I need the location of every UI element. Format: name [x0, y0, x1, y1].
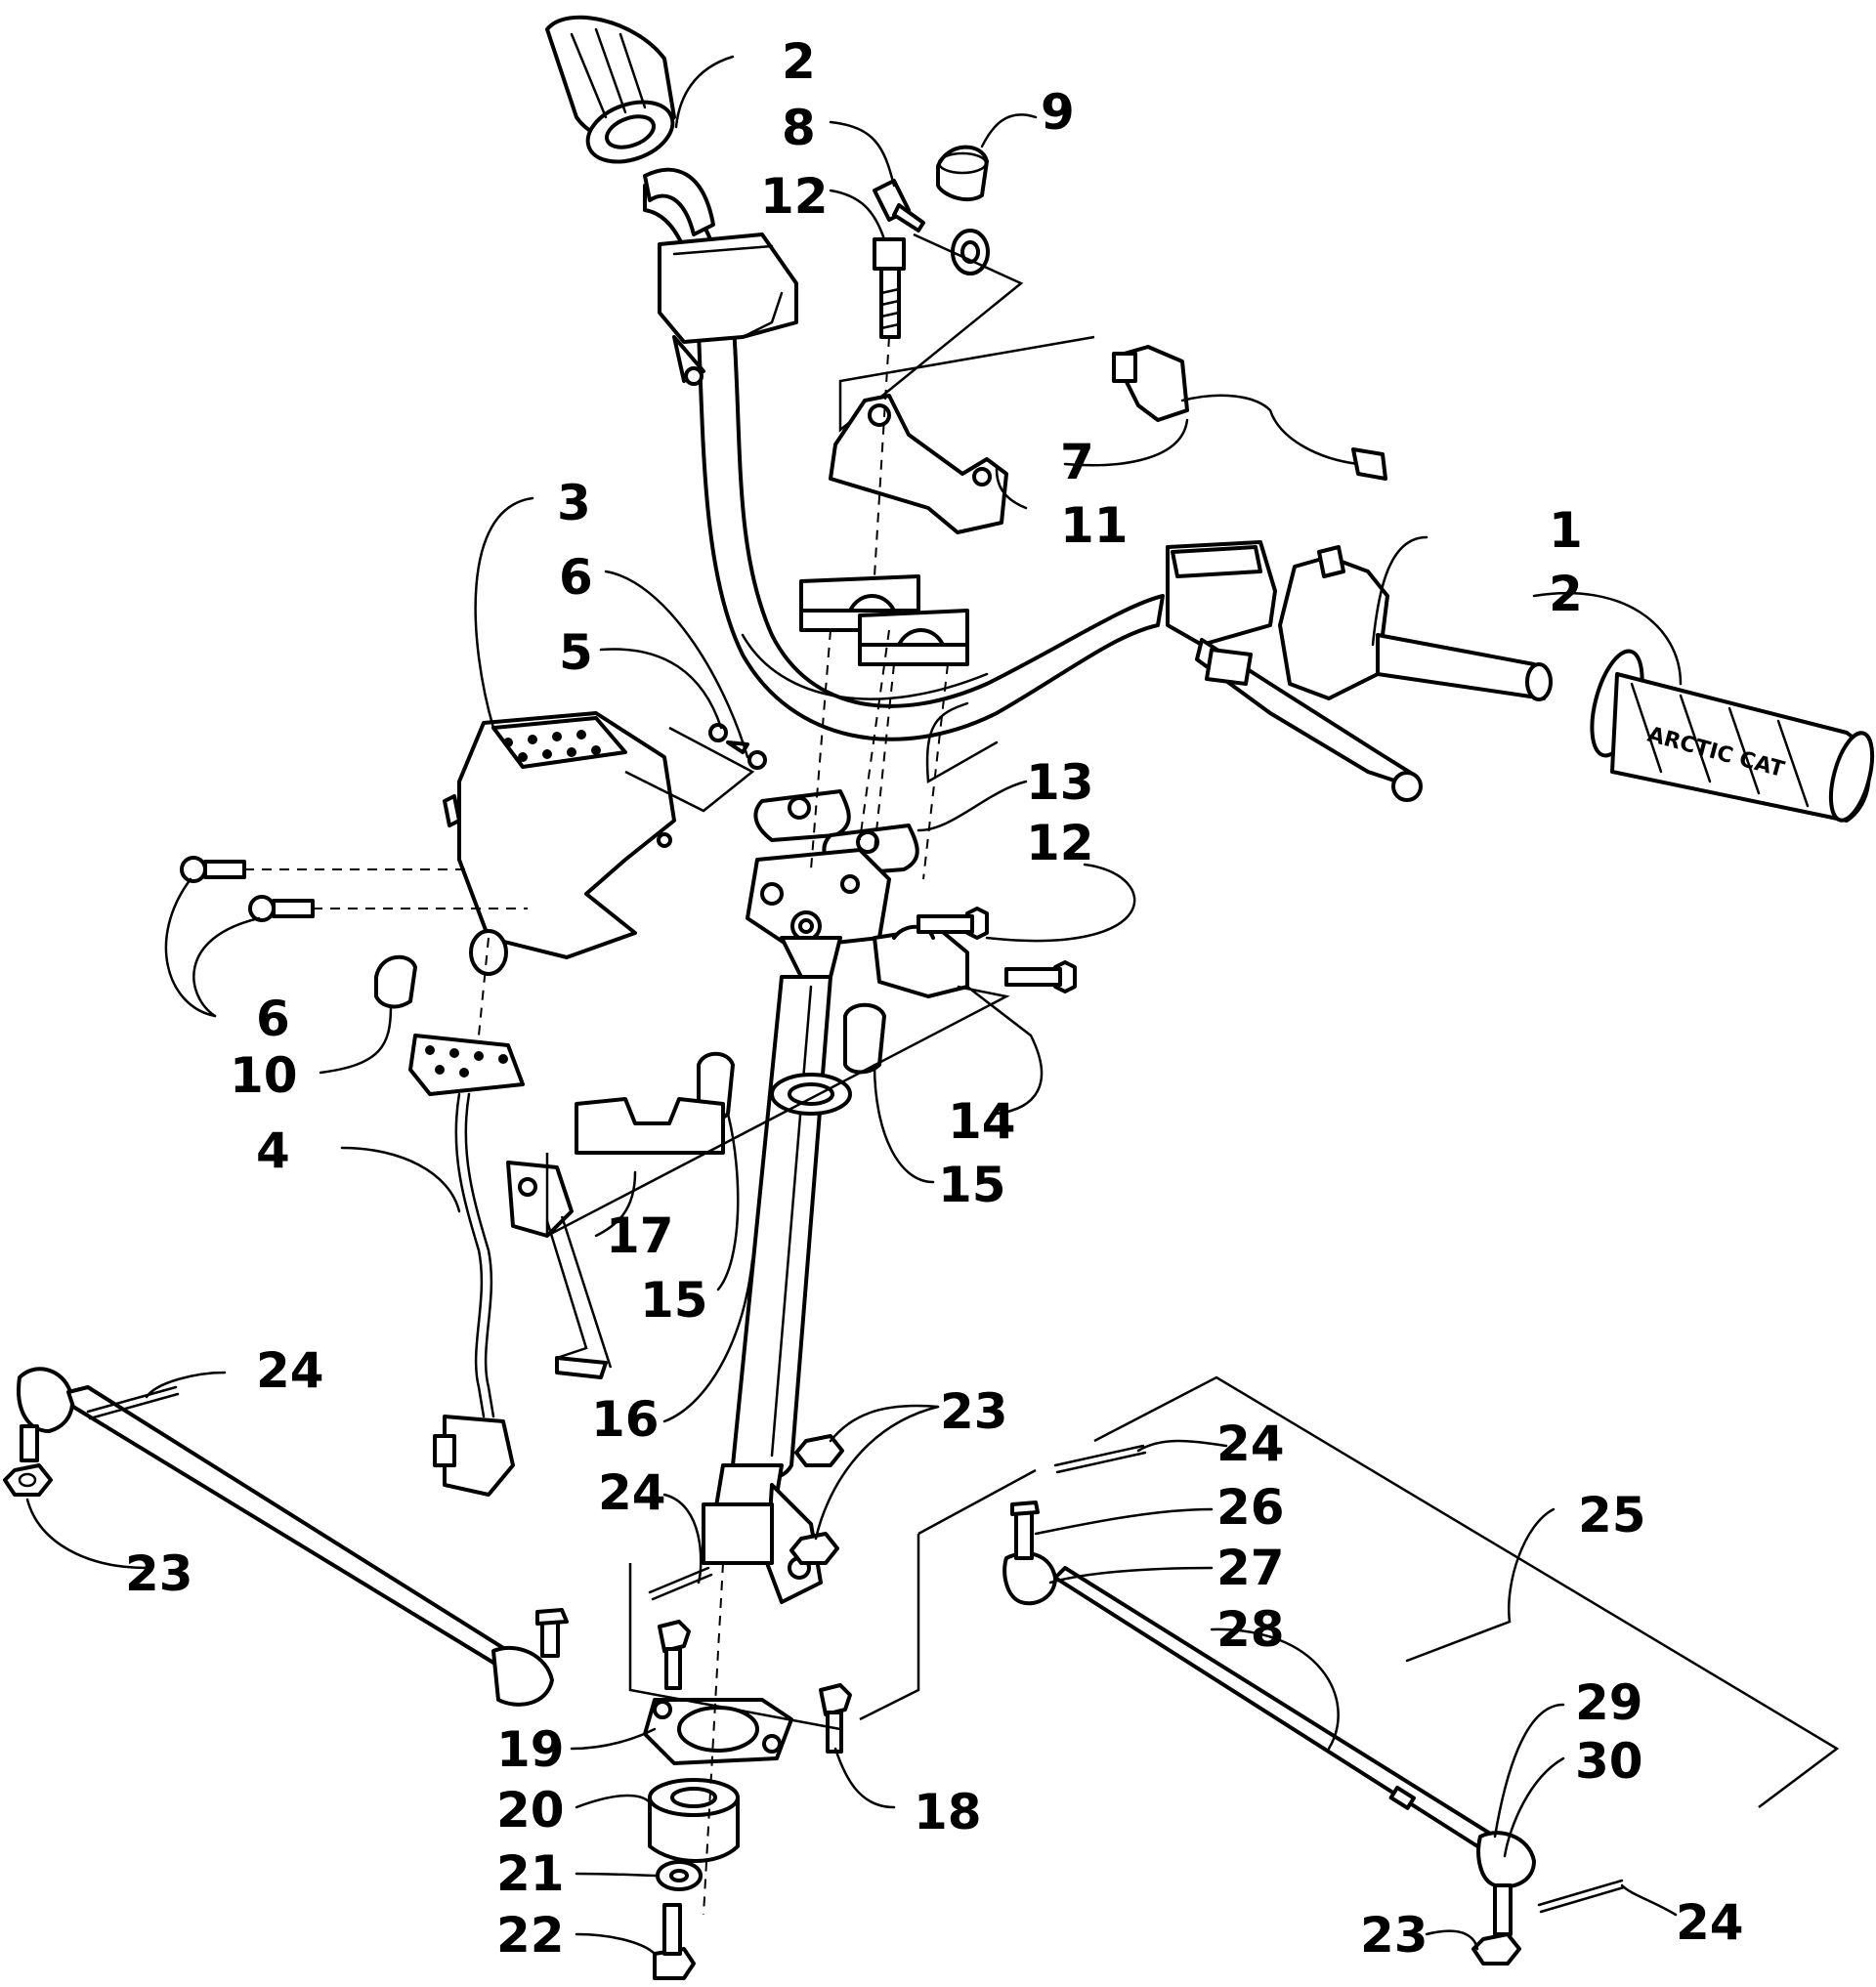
left-tie-rod-nut — [3, 1463, 53, 1497]
ignition-switch — [1112, 345, 1387, 481]
callout-24-right-bottom: 24 — [1676, 1894, 1744, 1951]
callout-11: 11 — [1060, 497, 1129, 554]
right-cotter-pins — [1053, 1444, 1626, 1914]
callout-23-centre: 23 — [940, 1383, 1008, 1440]
callout-28: 28 — [1216, 1601, 1285, 1658]
callout-9: 9 — [1041, 84, 1075, 141]
callout-25: 25 — [1578, 1487, 1646, 1543]
callout-24-left: 24 — [256, 1342, 324, 1399]
callout-22: 22 — [496, 1907, 565, 1964]
callout-6-top: 6 — [559, 549, 593, 606]
callout-4: 4 — [256, 1122, 290, 1179]
callout-8: 8 — [782, 100, 816, 156]
ignition-group-bracket — [838, 233, 1095, 433]
ignition-key — [873, 179, 925, 233]
callout-23-bottom: 23 — [1360, 1907, 1428, 1964]
ignition-nut — [951, 229, 990, 275]
callout-labels: 1 2 2 3 4 5 6 6 7 8 9 10 11 12 12 13 14 … — [125, 33, 1744, 1964]
callout-14: 14 — [948, 1093, 1016, 1150]
instrument-pod — [443, 711, 676, 976]
right-throttle-tube — [1376, 633, 1553, 701]
callout-16: 16 — [591, 1391, 660, 1448]
clamp-guideline-b — [859, 629, 890, 841]
bearing-flange — [643, 1698, 793, 1765]
flange-bolt-left — [658, 1620, 691, 1690]
callout-27: 27 — [1216, 1540, 1285, 1596]
left-grip — [545, 15, 715, 236]
callout-15-right: 15 — [938, 1157, 1006, 1213]
cotter-pin-centre — [648, 1566, 713, 1601]
callout-30: 30 — [1575, 1733, 1643, 1790]
steering-bushing-right — [843, 1002, 886, 1075]
callout-3: 3 — [557, 475, 591, 531]
steering-holder-bracket — [545, 985, 1010, 1239]
pod-mounting-screws — [180, 856, 528, 922]
steering-holder-bolts — [917, 907, 1077, 994]
flange-bolt-right — [819, 1683, 852, 1754]
ignition-cap — [936, 145, 989, 202]
callout-7: 7 — [1060, 434, 1094, 490]
clamp-guideline-c — [874, 663, 895, 851]
right-grip: ARCTIC CAT — [1590, 649, 1875, 823]
callout-24-centre: 24 — [598, 1464, 666, 1521]
callout-17: 17 — [606, 1207, 674, 1264]
right-tie-rod-end-inner — [1002, 1501, 1057, 1606]
callout-23-left: 23 — [125, 1545, 193, 1602]
steering-holder-half — [873, 924, 969, 998]
right-brake-lever-assembly — [1166, 540, 1423, 802]
callout-12-mid: 12 — [1026, 815, 1094, 871]
callout-10: 10 — [230, 1047, 298, 1104]
left-tie-rod — [17, 1367, 569, 1707]
callout-20: 20 — [496, 1782, 565, 1839]
right-tie-rod-nut — [1471, 1932, 1521, 1966]
callout-19: 19 — [496, 1721, 565, 1778]
castle-nut-upper — [794, 1434, 844, 1467]
callout-15-left: 15 — [640, 1272, 708, 1329]
callout-18: 18 — [914, 1784, 982, 1840]
callout-2-top: 2 — [782, 33, 816, 90]
upper-clamp-right — [858, 609, 969, 666]
thrust-washer — [656, 1860, 703, 1891]
ignition-bolt — [873, 237, 906, 339]
steering-seal — [770, 1073, 852, 1116]
leader-lines — [25, 55, 1683, 1956]
callout-5: 5 — [559, 624, 593, 681]
left-cotter-pin — [86, 1385, 180, 1420]
callout-13: 13 — [1026, 754, 1094, 811]
callout-12-top: 12 — [760, 168, 829, 225]
indicator-lamp-harness — [408, 1034, 525, 1497]
callout-26: 26 — [1216, 1479, 1285, 1536]
harness-bracket — [506, 1161, 613, 1379]
callout-29: 29 — [1575, 1674, 1643, 1731]
steering-post-plate — [746, 848, 891, 979]
bolt-guideline — [874, 336, 890, 577]
callout-2-right: 2 — [1549, 566, 1583, 622]
callout-24-right-top: 24 — [1216, 1416, 1285, 1472]
left-switch-housing — [658, 233, 798, 386]
castle-nut-lower — [789, 1532, 839, 1565]
tie-rod-link-bracket — [917, 1468, 1037, 1536]
right-tie-rod-group-bracket — [1093, 1375, 1840, 1808]
callout-1: 1 — [1549, 502, 1583, 559]
steering-holder-lower — [575, 1097, 725, 1155]
switch-mounting-bracket — [829, 394, 1008, 534]
callout-6-left: 6 — [256, 991, 290, 1047]
steering-bearing — [648, 1778, 740, 1863]
clamp-guideline-a — [810, 629, 831, 870]
clamp-guideline-d — [922, 663, 949, 880]
callout-21: 21 — [496, 1845, 565, 1902]
bearing-bolt — [653, 1903, 696, 1980]
post-lower-guideline — [703, 1562, 724, 1916]
lower-support-bracket — [628, 1534, 920, 1731]
lower-clamp-left — [753, 789, 851, 842]
pod-plug — [374, 954, 417, 1009]
